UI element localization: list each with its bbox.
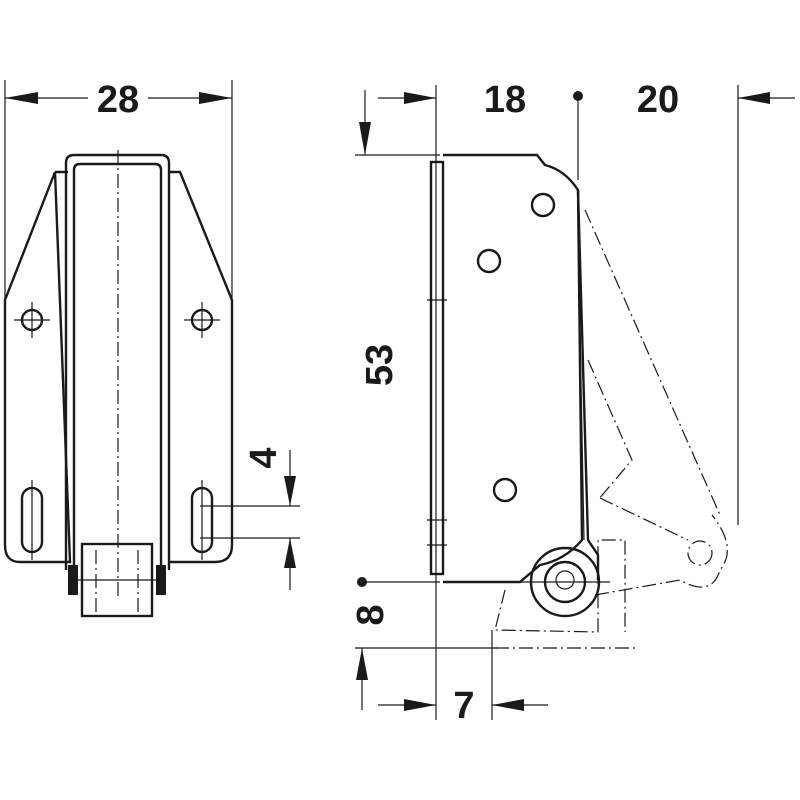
swing-dimension-label: 20 (637, 79, 679, 121)
side-body (427, 153, 584, 584)
dimension-slot-offset: 4 (200, 447, 300, 590)
dimension-bottom-offset: 8 (350, 577, 498, 710)
roller-offset-dimension-label: 7 (453, 685, 474, 727)
height-dimension-label: 53 (359, 344, 401, 386)
front-slot-left (20, 480, 44, 560)
dimension-depth: 18 (378, 79, 583, 720)
front-slot-right (190, 480, 214, 560)
dimension-width: 28 (4, 79, 233, 300)
front-roller (68, 542, 166, 618)
side-open-position (494, 209, 728, 649)
depth-dimension-label: 18 (484, 79, 526, 121)
dimension-swing: 20 (637, 79, 795, 525)
front-hole-left (14, 302, 50, 338)
front-hole-right (184, 302, 220, 338)
side-arm (576, 189, 600, 580)
side-hole-middle (476, 248, 502, 274)
dimension-height: 53 (355, 90, 440, 386)
width-dimension-label: 28 (97, 79, 139, 121)
slot-offset-dimension-label: 4 (243, 447, 285, 468)
front-view: 28 (3, 79, 300, 618)
side-roller (520, 546, 610, 618)
dimension-roller-offset: 7 (378, 630, 548, 727)
side-hole-bottom (492, 477, 518, 503)
bottom-offset-dimension-label: 8 (350, 604, 392, 625)
side-view: 18 20 53 (350, 79, 795, 727)
side-hole-top (530, 192, 556, 218)
